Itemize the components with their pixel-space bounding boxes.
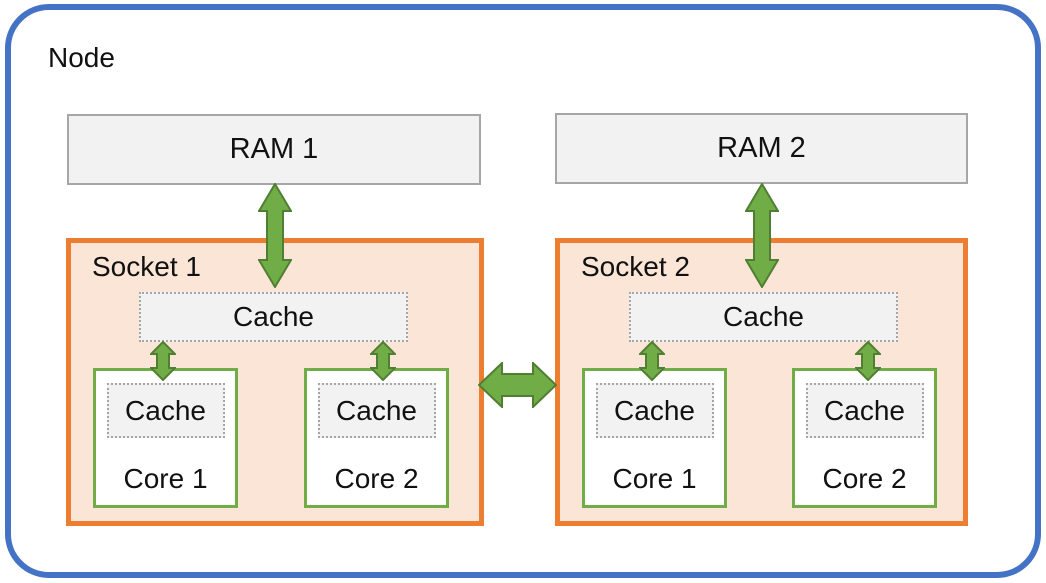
node-label: Node: [48, 42, 115, 73]
socket1-socket2-doublearrow-icon: [478, 362, 557, 408]
socket1-cache-core1-doublearrow-icon: [150, 341, 176, 381]
socket1-core2-label: Core 2: [334, 463, 419, 494]
ram1-cache-doublearrow-icon: [258, 183, 292, 288]
socket1-core1-cache-box: Cache: [106, 383, 225, 438]
socket1-cache-core2-doublearrow-icon: [370, 341, 396, 381]
socket2-cache-core1-doublearrow-icon: [639, 341, 665, 381]
ram1-label: RAM 1: [229, 133, 319, 165]
socket2-core2-cache-label: Cache: [824, 394, 905, 426]
socket2-core2-label: Core 2: [822, 463, 907, 494]
socket2-shared-cache-box: Cache: [629, 292, 898, 342]
socket1-label: Socket 1: [92, 251, 201, 282]
socket2-core2-cache-box: Cache: [805, 383, 924, 438]
socket1-core1-box: Cache Core 1: [93, 368, 238, 508]
socket1-core2-cache-box: Cache: [317, 383, 436, 438]
socket2-core1-cache-box: Cache: [595, 383, 714, 438]
socket1-core2-box: Cache Core 2: [304, 368, 449, 508]
socket2-core1-box: Cache Core 1: [582, 368, 727, 508]
socket2-cache-core2-doublearrow-icon: [855, 341, 881, 381]
socket2-core1-cache-label: Cache: [614, 394, 695, 426]
ram2-box: RAM 2: [555, 113, 968, 184]
socket1-core2-cache-label: Cache: [336, 394, 417, 426]
ram1-box: RAM 1: [67, 114, 481, 185]
socket2-core2-box: Cache Core 2: [792, 368, 937, 508]
socket1-core1-cache-label: Cache: [125, 394, 206, 426]
socket2-label: Socket 2: [581, 251, 690, 282]
socket1-shared-cache-label: Cache: [233, 301, 314, 332]
ram2-label: RAM 2: [717, 132, 806, 164]
socket1-core1-label: Core 1: [123, 463, 208, 494]
ram2-cache-doublearrow-icon: [745, 183, 779, 288]
socket2-core1-label: Core 1: [612, 463, 697, 494]
socket1-shared-cache-box: Cache: [139, 292, 408, 342]
socket2-shared-cache-label: Cache: [723, 301, 804, 332]
